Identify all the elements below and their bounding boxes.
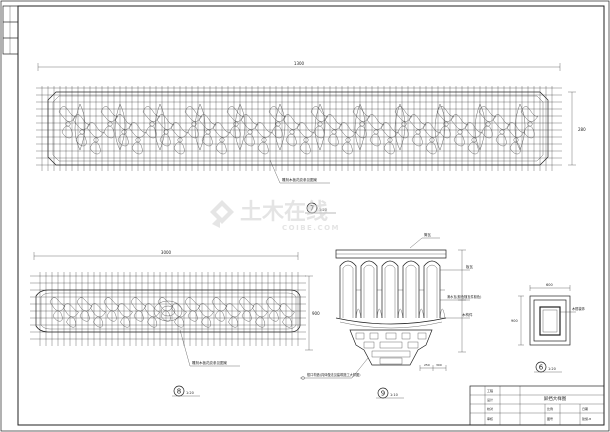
left-panel-grid xyxy=(30,272,306,346)
view-mark-7-scale: 1:20 xyxy=(319,208,327,212)
view-mark-6-scale: 1:20 xyxy=(548,367,556,371)
tb-cell-8: 建施-8 xyxy=(582,416,591,421)
top-panel-carving xyxy=(58,103,539,155)
roof-dim-2: 300 xyxy=(436,363,442,367)
view-mark-9-number: 9 xyxy=(381,390,385,398)
binding-tabs xyxy=(2,5,19,55)
watermark-url: COIBE.COM xyxy=(282,224,340,232)
roof-tiles xyxy=(339,260,446,319)
roof-dim-1: 250 xyxy=(424,363,430,367)
roof-label-1: 筒瓦 xyxy=(424,232,432,237)
view-mark-6-number: 6 xyxy=(539,364,544,372)
top-panel-grid xyxy=(36,86,562,171)
view-mark-9-scale: 1:10 xyxy=(390,393,398,397)
left-panel-carving xyxy=(49,297,295,328)
view-mark-8-number: 8 xyxy=(177,388,181,396)
tb-cell-6: 图号 xyxy=(547,416,553,421)
view-mark-8-scale: 1:20 xyxy=(186,391,194,395)
roof-section-note: 檐口构造(具体做法见建筑施工大样图) xyxy=(307,372,361,377)
watermark-logo-icon xyxy=(210,200,234,228)
roof-label-3: 滴水瓦(颜色随瓦件颜色) xyxy=(447,294,481,299)
detail-side-dim: 900 xyxy=(511,319,518,323)
detail-top-dim: 600 xyxy=(546,283,553,287)
tb-cell-4: 审核 xyxy=(487,416,493,421)
top-panel-note: 雕刻木板花纹参见图案 xyxy=(282,177,317,182)
top-height-dim: 280 xyxy=(578,127,586,132)
left-height-dim: 900 xyxy=(312,311,320,316)
tb-cell-1: 工程 xyxy=(487,388,493,393)
watermark-brand: 土木在线 xyxy=(240,199,328,225)
left-panel-note: 雕刻木板花纹参见图案 xyxy=(192,360,227,365)
left-panel-view: 3000 900 雕刻木板花纹参见图案 8 1:20 xyxy=(30,250,320,397)
bracket-set xyxy=(349,329,433,366)
left-panel-outline xyxy=(35,289,301,333)
detail-frame-outer xyxy=(529,295,571,346)
tb-cell-3: 校对 xyxy=(487,406,493,411)
tb-cell-7: 日期 xyxy=(582,406,588,411)
title-block: 屏挡大样图 工程 设计 校对 审核 比例 图号 日期 建施-8 xyxy=(469,385,605,426)
detail-label: 木框装饰 xyxy=(572,306,585,311)
top-width-dim: 1300 xyxy=(294,61,305,66)
view-mark-7-number: 7 xyxy=(310,205,314,213)
small-detail-view: 600 900 木框装饰 6 1:20 xyxy=(511,283,585,373)
top-panel-outline xyxy=(47,91,549,166)
tb-cell-2: 设计 xyxy=(487,397,493,402)
left-width-dim: 3000 xyxy=(161,250,172,255)
top-panel-view: 1300 280 雕刻木板花纹参见图案 7 1:20 xyxy=(36,61,586,214)
watermark: 土木在线 COIBE.COM xyxy=(210,199,340,232)
roof-label-4: 木构件 xyxy=(462,312,473,317)
roof-section-view: 筒瓦 板瓦 滴水瓦(颜色随瓦件颜色) 木构件 250 300 檐口构造(具体做法… xyxy=(300,232,481,399)
tb-cell-5: 比例 xyxy=(547,406,553,411)
inner-border xyxy=(17,5,605,426)
drawing-title: 屏挡大样图 xyxy=(544,395,567,402)
roof-label-2: 板瓦 xyxy=(466,264,474,269)
